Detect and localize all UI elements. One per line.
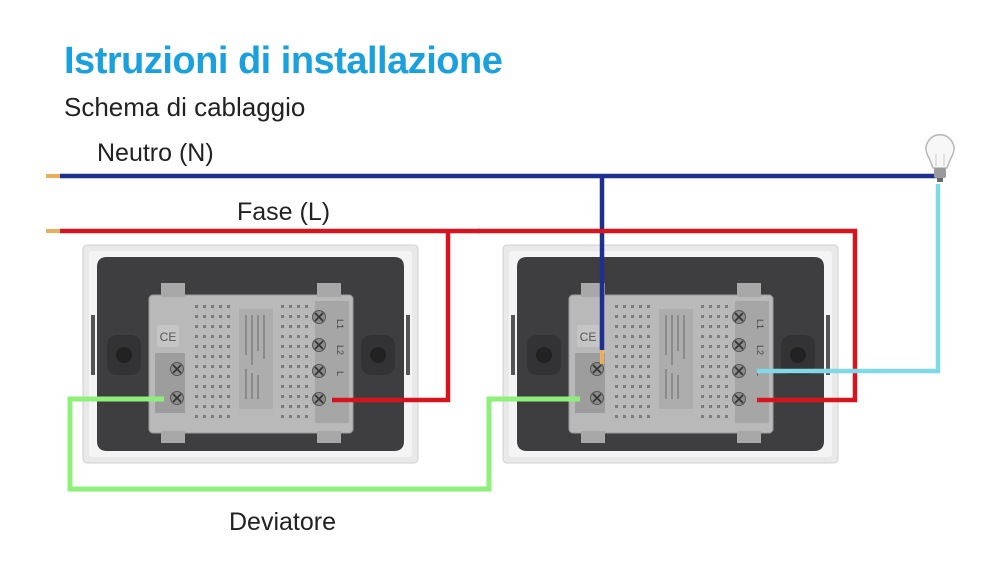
switch-right: CE L1 L2 L — [502, 244, 839, 464]
terminal-label-l2: L2 — [335, 345, 345, 355]
terminal-label-l1: L1 — [335, 319, 345, 329]
terminal-label-l1: L1 — [755, 319, 765, 329]
phase-wire-left-drop — [332, 231, 451, 403]
traveler-wire — [67, 396, 580, 492]
ce-mark — [157, 325, 179, 347]
neutral-label: Neutro (N) — [97, 139, 214, 167]
terminal-label-l: L — [335, 371, 345, 376]
light-bulb-icon — [925, 134, 955, 182]
lamp-wire — [757, 184, 941, 374]
phase-wire-right-loop — [478, 228, 858, 403]
page-subtitle: Schema di cablaggio — [64, 92, 306, 122]
switch-left: CE L1 L2 L — [82, 244, 419, 464]
terminal-label-l2: L2 — [755, 345, 765, 355]
phase-label: Fase (L) — [237, 198, 331, 226]
traveler-label: Deviatore — [229, 508, 336, 536]
ce-mark — [577, 325, 599, 347]
terminal-label-l: L — [755, 371, 765, 376]
page-title: Istruzioni di installazione — [64, 40, 503, 82]
ce-mark-text: CE — [580, 330, 597, 344]
ce-mark-text: CE — [160, 330, 177, 344]
